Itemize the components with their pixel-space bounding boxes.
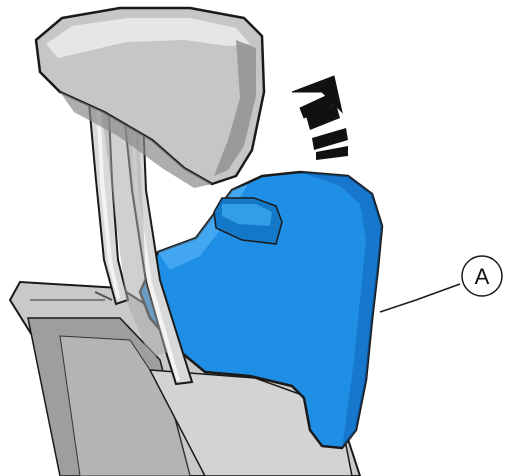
headrest [36, 8, 264, 188]
callout-a: A [380, 256, 502, 312]
up-arrow-icon [292, 76, 348, 160]
callout-label: A [475, 264, 490, 289]
